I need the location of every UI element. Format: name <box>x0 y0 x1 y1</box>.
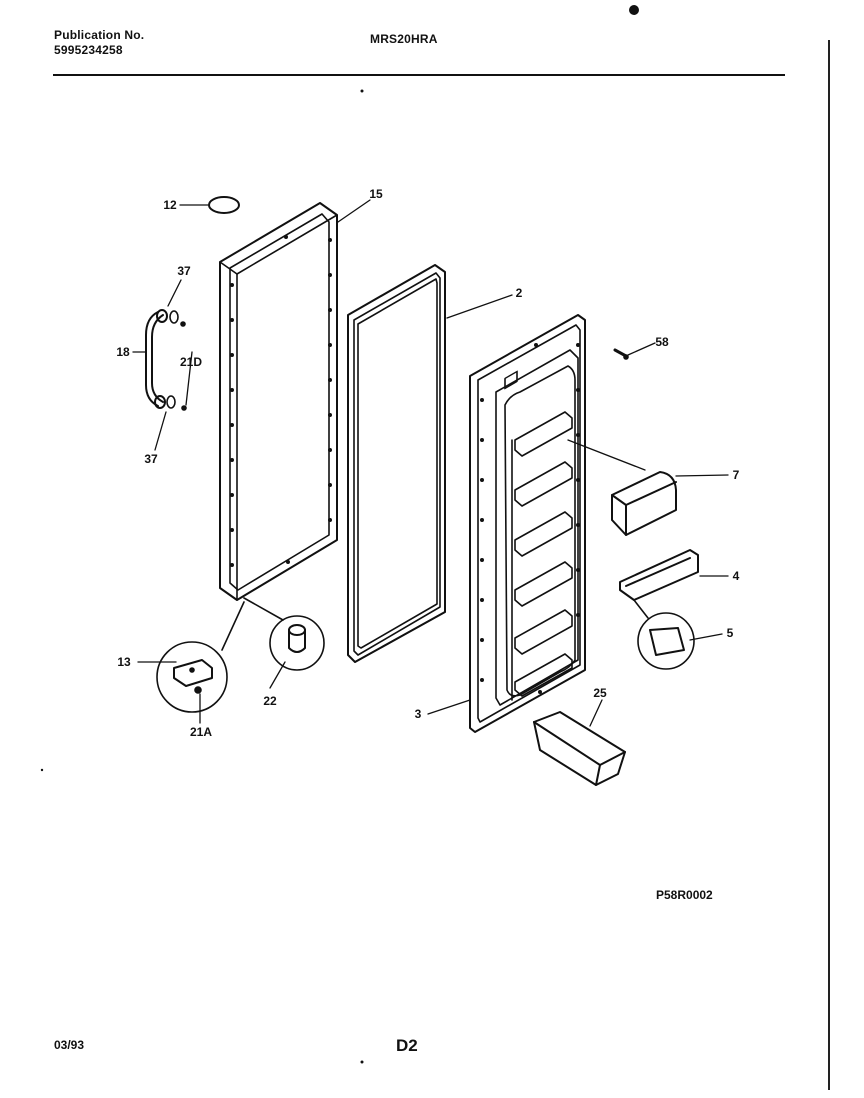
header-rule <box>53 74 785 76</box>
scan-specks <box>40 5 639 1064</box>
callout-2: 2 <box>515 286 523 300</box>
diagram-reference-code: P58R0002 <box>656 888 713 902</box>
publication-number: 5995234258 <box>54 43 123 57</box>
callout-7: 7 <box>732 468 740 482</box>
callout-13: 13 <box>117 655 131 669</box>
detail-circle-part-5 <box>633 599 695 670</box>
publication-label: Publication No. <box>54 28 145 42</box>
callout-18: 18 <box>116 345 130 359</box>
callout-21d: 21D <box>179 355 203 369</box>
door-frame-part-15 <box>219 202 338 601</box>
screw-part-58 <box>613 348 629 360</box>
callout-58: 58 <box>655 335 669 349</box>
leader-lines <box>132 199 729 727</box>
callout-22: 22 <box>263 694 277 708</box>
callout-25: 25 <box>593 686 607 700</box>
footer-page-number: D2 <box>396 1036 418 1055</box>
detail-circle-part-22 <box>243 597 325 671</box>
callout-3: 3 <box>414 707 422 721</box>
tray-part-25 <box>533 711 626 786</box>
dairy-door-part-7 <box>611 471 677 536</box>
plug-part-12 <box>208 196 240 214</box>
door-gasket-part-2 <box>347 264 446 663</box>
callout-37-bottom: 37 <box>144 452 158 466</box>
callout-21a: 21A <box>189 725 213 739</box>
footer-date: 03/93 <box>54 1038 85 1052</box>
door-liner-part-3 <box>469 314 586 733</box>
callout-37-top: 37 <box>177 264 191 278</box>
page-edge-line <box>828 40 830 1090</box>
shelf-bar-part-4 <box>619 549 699 601</box>
callout-5: 5 <box>726 626 734 640</box>
callout-4: 4 <box>732 569 740 583</box>
handle-screws <box>166 310 187 411</box>
model-number: MRS20HRA <box>370 32 438 46</box>
callout-12: 12 <box>163 198 177 212</box>
detail-circle-part-13 <box>156 601 245 713</box>
callout-15: 15 <box>369 187 383 201</box>
handle-part-18 <box>145 309 168 409</box>
